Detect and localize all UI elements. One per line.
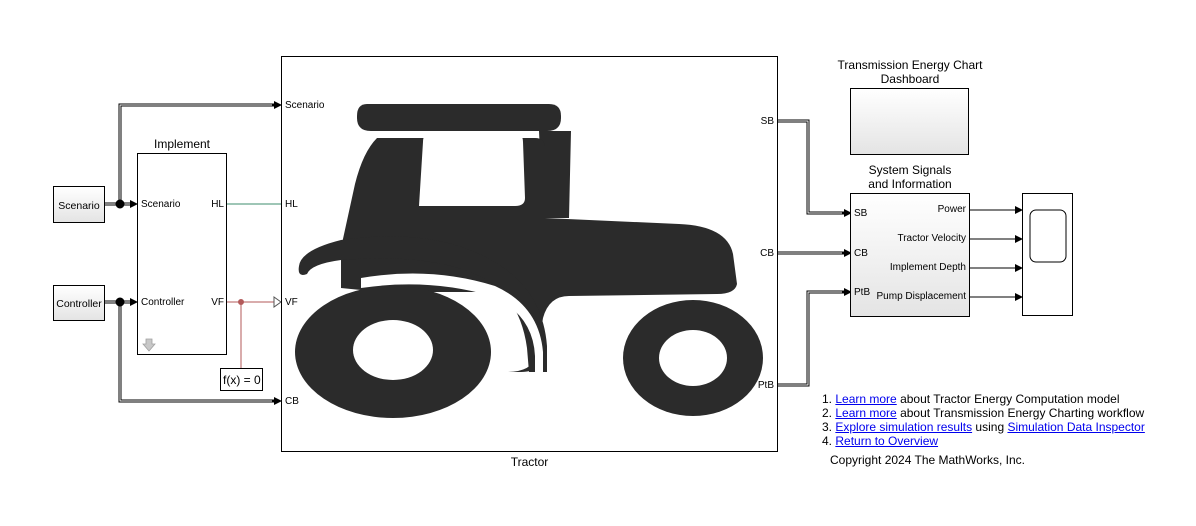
- note-text: about Transmission Energy Charting workf…: [896, 406, 1145, 420]
- note-item-4: 4. Return to Overview: [822, 434, 1145, 448]
- signals-port-cb: CB: [854, 248, 868, 259]
- wire-vf[interactable]: [227, 296, 282, 368]
- implement-title: Implement: [153, 137, 211, 151]
- tractor-port-vf: VF: [285, 297, 298, 308]
- signals-port-sb: SB: [854, 208, 868, 219]
- copyright-text: Copyright 2024 The MathWorks, Inc.: [830, 453, 1025, 467]
- wire-scenario[interactable]: [105, 101, 282, 209]
- note-number: 3.: [822, 420, 833, 434]
- scenario-source-block[interactable]: Scenario: [53, 186, 105, 223]
- dashboard-title-line2: Dashboard: [880, 72, 940, 86]
- learn-more-link[interactable]: Learn more: [835, 392, 897, 406]
- tractor-port-cb-out: CB: [760, 248, 774, 259]
- implement-port-vf: VF: [211, 297, 224, 308]
- note-number: 2.: [822, 406, 833, 420]
- note-item-2: 2. Learn more about Transmission Energy …: [822, 406, 1145, 420]
- system-signals-block[interactable]: SB CB PtB Power Tractor Velocity Impleme…: [850, 193, 970, 317]
- signals-port-ptb: PtB: [854, 287, 871, 298]
- wire-ptb[interactable]: [778, 288, 852, 387]
- note-item-1: 1. Learn more about Tractor Energy Compu…: [822, 392, 1145, 406]
- tractor-port-hl: HL: [285, 199, 298, 210]
- scope-block[interactable]: [1022, 193, 1073, 316]
- wire-controller[interactable]: [105, 297, 282, 405]
- tractor-port-cb: CB: [285, 396, 299, 407]
- implement-port-hl: HL: [211, 199, 224, 210]
- notes-list: 1. Learn more about Tractor Energy Compu…: [822, 392, 1145, 448]
- note-item-3: 3. Explore simulation results using Simu…: [822, 420, 1145, 434]
- signals-port-power: Power: [937, 204, 966, 215]
- tractor-port-ptb: PtB: [757, 380, 774, 391]
- arrow-down-icon: [142, 338, 156, 352]
- controller-source-label: Controller: [56, 298, 102, 310]
- signals-port-pump: Pump Displacement: [876, 291, 966, 302]
- controller-source-block[interactable]: Controller: [53, 285, 105, 321]
- tractor-icon: [295, 104, 763, 418]
- scope-icon: [1029, 209, 1067, 263]
- implement-port-scenario: Scenario: [141, 199, 181, 210]
- tractor-title: Tractor: [510, 455, 549, 469]
- solver-configuration-block[interactable]: f(x) = 0: [220, 368, 263, 391]
- signals-port-depth: Implement Depth: [889, 262, 966, 273]
- note-number: 1.: [822, 392, 833, 406]
- signals-title-line1: System Signals: [868, 163, 952, 177]
- return-overview-link[interactable]: Return to Overview: [835, 434, 939, 448]
- note-text: using: [972, 420, 1008, 434]
- implement-port-controller: Controller: [141, 297, 185, 308]
- implement-block[interactable]: Scenario Controller HL VF: [137, 153, 227, 355]
- signals-port-velocity: Tractor Velocity: [897, 233, 966, 244]
- wire-scope-inputs[interactable]: [970, 206, 1023, 301]
- scenario-source-label: Scenario: [58, 200, 100, 212]
- wire-sb[interactable]: [778, 119, 852, 217]
- data-inspector-link[interactable]: Simulation Data Inspector: [1007, 420, 1145, 434]
- note-text: about Tractor Energy Computation model: [896, 392, 1120, 406]
- dashboard-block[interactable]: [850, 88, 969, 155]
- dashboard-title-line1: Transmission Energy Chart: [837, 58, 983, 72]
- tractor-port-scenario: Scenario: [285, 100, 325, 111]
- tractor-block[interactable]: Scenario HL VF CB SB CB PtB: [281, 56, 778, 452]
- signals-title-line2: and Information: [868, 177, 952, 191]
- learn-more-link[interactable]: Learn more: [835, 406, 897, 420]
- solver-configuration-label: f(x) = 0: [223, 373, 261, 387]
- explore-results-link[interactable]: Explore simulation results: [835, 420, 973, 434]
- tractor-port-sb: SB: [760, 116, 774, 127]
- note-number: 4.: [822, 434, 833, 448]
